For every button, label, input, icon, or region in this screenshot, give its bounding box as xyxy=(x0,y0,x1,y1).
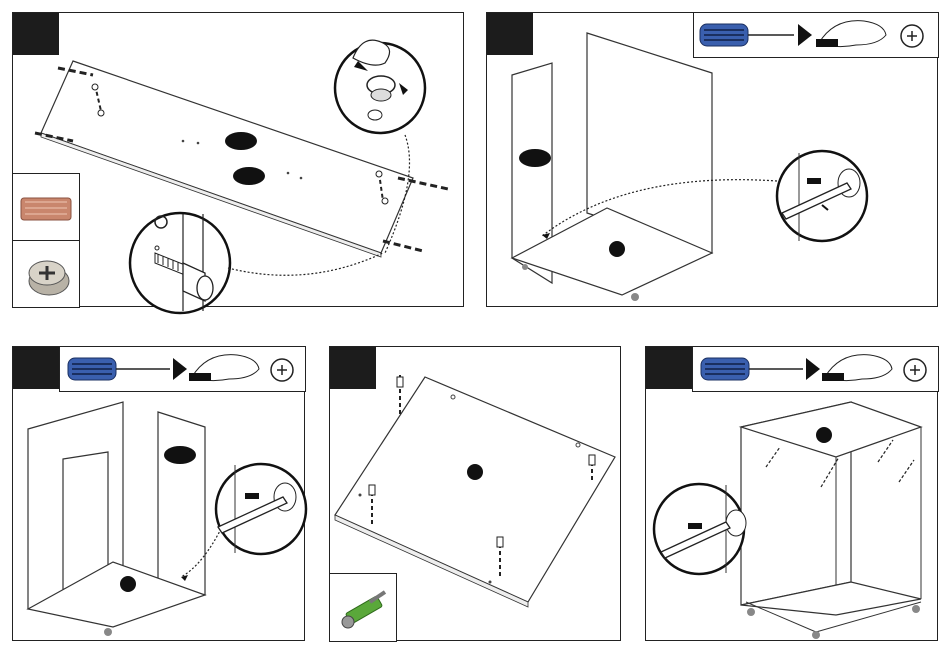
parts-connector-inset xyxy=(329,573,397,642)
wooden-dowel-icon xyxy=(13,174,81,242)
step-panel-2 xyxy=(486,12,938,307)
cam-lock-icon xyxy=(13,241,81,309)
parts-dowel-inset xyxy=(12,173,80,241)
step-panel-5 xyxy=(645,346,938,641)
step-panel-1 xyxy=(12,12,464,307)
step-panel-3 xyxy=(12,346,305,641)
screw-connector-icon xyxy=(330,574,398,643)
assembly-illustration-2 xyxy=(487,13,939,308)
assembly-illustration-5 xyxy=(646,347,939,642)
parts-cam-inset xyxy=(12,240,80,308)
assembly-illustration-3 xyxy=(13,347,306,642)
step-panel-4 xyxy=(329,346,621,641)
